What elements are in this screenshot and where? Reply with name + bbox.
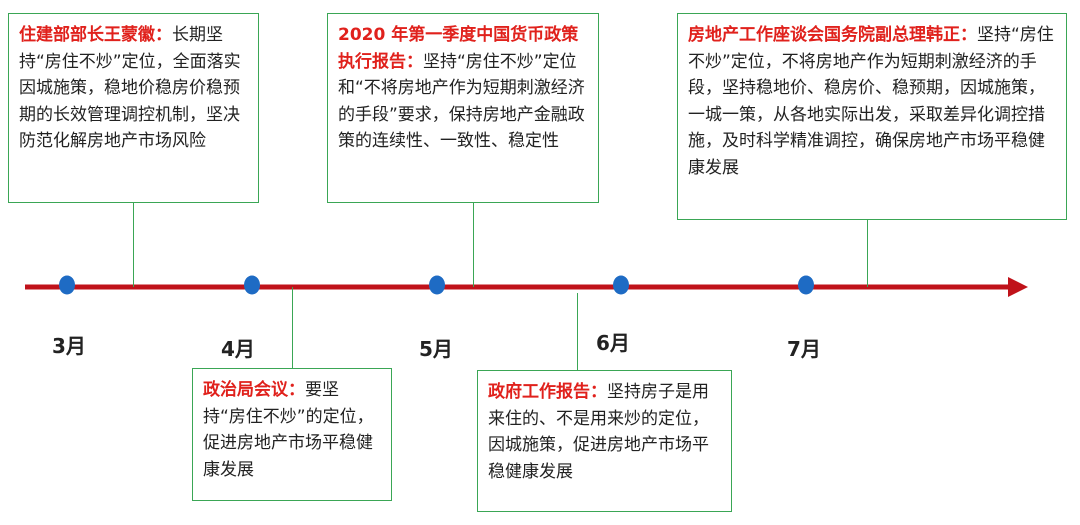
event-box-march: 住建部部长王蒙徽：长期坚持“房住不炒”定位，全面落实因城施策，稳地价稳房价稳预期… <box>8 13 259 203</box>
timeline-dot-4 <box>244 275 260 295</box>
timeline-dot-3 <box>59 275 75 295</box>
month-label-7: 7月 <box>787 337 821 361</box>
event-body: 坚持房子是用来住的、不是用来炒的定位，因城施策，促进房地产市场平稳健康发展 <box>488 382 709 482</box>
event-lead: 住建部部长王蒙徽： <box>19 25 172 45</box>
month-label-3: 3月 <box>52 334 86 358</box>
event-lead: 2020 年第一季度中国货币政策执行报告： <box>338 25 579 72</box>
month-label-5: 5月 <box>419 337 453 361</box>
connector-line-2 <box>292 287 293 368</box>
event-lead: 房地产工作座谈会国务院副总理韩正： <box>688 25 977 45</box>
event-body: 要坚持“房住不炒”的定位，促进房地产市场平稳健康发展 <box>203 380 374 480</box>
timeline-arrowhead <box>1008 277 1028 297</box>
event-box-june: 政府工作报告：坚持房子是用来住的、不是用来炒的定位，因城施策，促进房地产市场平稳… <box>477 370 732 512</box>
event-body: 坚持“房住不炒”定位和“不将房地产作为短期刺激经济的手段”要求，保持房地产金融政… <box>338 51 585 152</box>
event-box-may: 2020 年第一季度中国货币政策执行报告：坚持“房住不炒”定位和“不将房地产作为… <box>327 13 599 203</box>
event-body: 长期坚持“房住不炒”定位，全面落实因城施策，稳地价稳房价稳预期的长效管理调控机制… <box>19 25 241 151</box>
event-body: 坚持“房住不炒”定位，不将房地产作为短期刺激经济的手段，坚持稳地价、稳房价、稳预… <box>688 25 1054 178</box>
event-lead: 政府工作报告： <box>488 382 607 402</box>
connector-line-5 <box>867 220 868 287</box>
month-label-6: 6月 <box>596 331 630 355</box>
month-label-4: 4月 <box>221 337 255 361</box>
event-box-july: 房地产工作座谈会国务院副总理韩正：坚持“房住不炒”定位，不将房地产作为短期刺激经… <box>677 13 1067 220</box>
connector-line-1 <box>133 203 134 287</box>
event-box-april: 政治局会议：要坚持“房住不炒”的定位，促进房地产市场平稳健康发展 <box>192 368 392 501</box>
connector-line-3 <box>473 203 474 287</box>
timeline-dot-5 <box>429 275 445 295</box>
event-lead: 政治局会议： <box>203 380 305 400</box>
timeline-dot-7 <box>798 275 814 295</box>
timeline-dot-6 <box>613 275 629 295</box>
connector-line-4 <box>577 293 578 370</box>
